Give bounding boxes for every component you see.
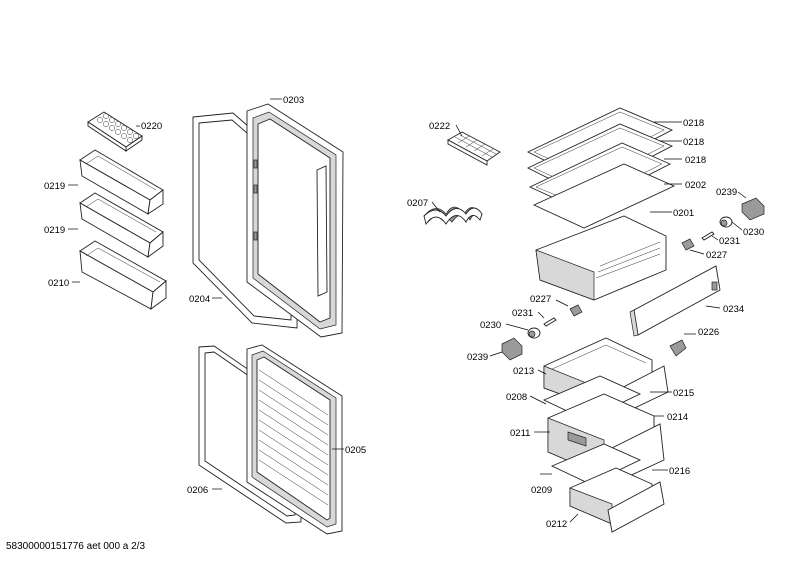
drawer-front-0216 <box>607 481 665 533</box>
label-0215: 0215 <box>673 388 694 399</box>
label-0230a: 0230 <box>743 227 764 238</box>
label-0218c: 0218 <box>685 155 706 166</box>
label-0205: 0205 <box>345 445 366 456</box>
label-0220: 0220 <box>141 121 162 132</box>
label-0226: 0226 <box>698 327 719 338</box>
door-shelf-0219-upper <box>79 149 164 215</box>
hinge-cap-0239-left <box>501 337 523 361</box>
freezer-door-panel-0205 <box>246 344 343 535</box>
label-0203: 0203 <box>283 95 304 106</box>
label-0209: 0209 <box>531 485 552 496</box>
label-0207: 0207 <box>407 198 428 209</box>
clip-0227-left <box>569 304 583 317</box>
pin-0231-left <box>543 317 557 327</box>
label-0214: 0214 <box>667 412 688 423</box>
pin-0231-right <box>701 231 715 241</box>
roller-0230-left <box>527 327 541 339</box>
leader-lines <box>68 98 747 523</box>
crisper-cover-0201 <box>535 215 667 301</box>
label-0239a: 0239 <box>716 187 737 198</box>
egg-tray-0220 <box>87 111 143 152</box>
label-0222: 0222 <box>429 121 450 132</box>
label-0218b: 0218 <box>683 137 704 148</box>
drawing-reference-number: 58300000151776 aet 000 a 2/3 <box>6 541 146 552</box>
crisper-front-0234 <box>629 265 721 337</box>
label-0218a: 0218 <box>683 118 704 129</box>
label-0204: 0204 <box>189 294 210 305</box>
bottle-rack-0207 <box>423 206 483 226</box>
clip-0227-right <box>681 238 695 251</box>
label-0201: 0201 <box>673 208 694 219</box>
hinge-cap-0239-right <box>741 197 765 221</box>
door-shelf-0219-lower <box>79 192 164 258</box>
label-0213: 0213 <box>513 366 534 377</box>
label-0239b: 0239 <box>467 352 488 363</box>
label-0227a: 0227 <box>706 250 727 261</box>
label-0216: 0216 <box>669 466 690 477</box>
ice-tray-0222 <box>447 131 501 166</box>
label-0206: 0206 <box>187 485 208 496</box>
label-0212: 0212 <box>546 519 567 530</box>
roller-0230-right <box>719 216 733 228</box>
label-0230b: 0230 <box>480 320 501 331</box>
drawer-bottom-0209 <box>550 443 642 485</box>
label-0219a: 0219 <box>44 181 65 192</box>
label-0231a: 0231 <box>719 236 740 247</box>
label-0210: 0210 <box>48 278 69 289</box>
label-0202: 0202 <box>685 180 706 191</box>
part-labels: 0203 0220 0219 0219 0210 0204 0205 0206 … <box>44 95 764 530</box>
label-0227b: 0227 <box>530 294 551 305</box>
label-0219b: 0219 <box>44 225 65 236</box>
label-0208: 0208 <box>506 392 527 403</box>
door-shelf-0210 <box>79 240 167 310</box>
label-0234: 0234 <box>723 304 744 315</box>
glass-shelf-0202 <box>532 163 676 229</box>
label-0211: 0211 <box>510 428 530 439</box>
stop-0226 <box>669 339 687 357</box>
label-0231b: 0231 <box>512 308 533 319</box>
upper-door-panel-0203 <box>246 103 344 338</box>
